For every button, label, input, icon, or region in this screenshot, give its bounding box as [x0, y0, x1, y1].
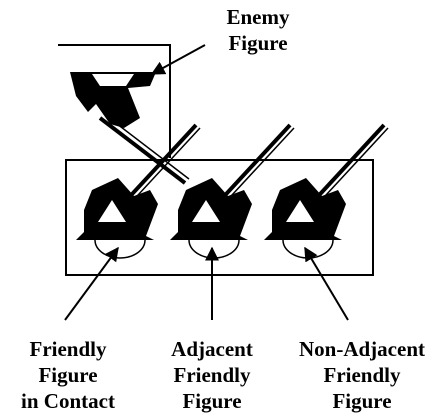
friendly-in-contact-line-3: in Contact: [21, 389, 115, 413]
enemy-figure-icon: [70, 72, 190, 185]
adjacent-friendly-line-2: Friendly: [173, 363, 251, 387]
non-adjacent-friendly-line-2: Friendly: [323, 363, 401, 387]
friendly-in-contact-label: Friendly Figure in Contact: [0, 336, 136, 414]
friendly-in-contact-line-1: Friendly: [29, 337, 107, 361]
enemy-figure-label: Enemy Figure: [200, 4, 316, 56]
non-adjacent-friendly-figure-icon: [264, 123, 389, 259]
non-adjacent-friendly-arrow: [304, 246, 349, 321]
adjacent-friendly-label: Adjacent Friendly Figure: [152, 336, 272, 414]
adjacent-friendly-figure-icon: [170, 123, 295, 259]
enemy-label-line-1: Enemy: [226, 5, 290, 29]
friendly-figure-in-contact-icon: [76, 123, 201, 259]
non-adjacent-friendly-line-1: Non-Adjacent: [299, 337, 425, 361]
non-adjacent-friendly-label: Non-Adjacent Friendly Figure: [286, 336, 438, 414]
adjacent-friendly-line-1: Adjacent: [171, 337, 253, 361]
friendly-in-contact-arrow: [64, 246, 119, 321]
enemy-label-line-2: Figure: [228, 31, 288, 55]
friendly-unit-base: [65, 159, 374, 276]
non-adjacent-friendly-line-3: Figure: [332, 389, 392, 413]
friendly-in-contact-line-2: Figure: [38, 363, 98, 387]
enemy-base-outline: [58, 44, 171, 158]
adjacent-friendly-line-3: Figure: [182, 389, 242, 413]
enemy-label-arrow: [150, 44, 206, 75]
